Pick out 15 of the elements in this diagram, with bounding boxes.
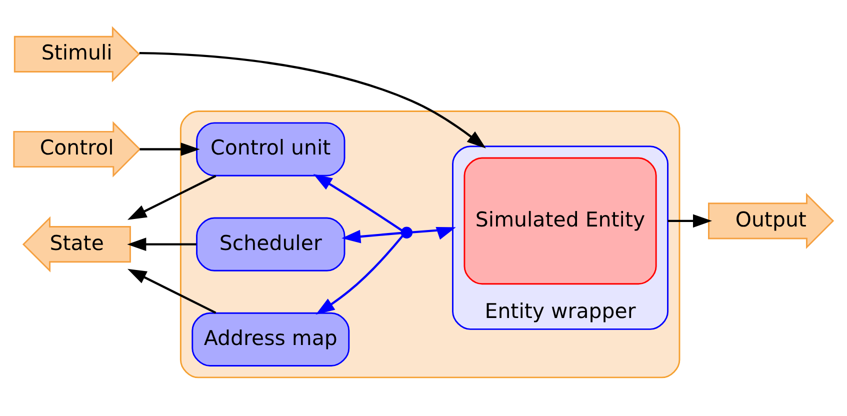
arrow (140, 142, 200, 156)
arrow (127, 174, 216, 220)
node-box: Address map (192, 312, 350, 366)
node-box: Scheduler (196, 216, 346, 271)
node-box: Control unit (196, 122, 346, 176)
arrow (412, 226, 456, 240)
node-circle (400, 226, 413, 238)
arrow (316, 234, 404, 314)
node-box: Simulated Entity (464, 156, 657, 284)
arrow (342, 229, 402, 243)
arrow (313, 174, 402, 231)
arrow (127, 237, 196, 250)
arrow (668, 214, 712, 228)
arrow (139, 51, 486, 148)
arrow (127, 268, 216, 314)
